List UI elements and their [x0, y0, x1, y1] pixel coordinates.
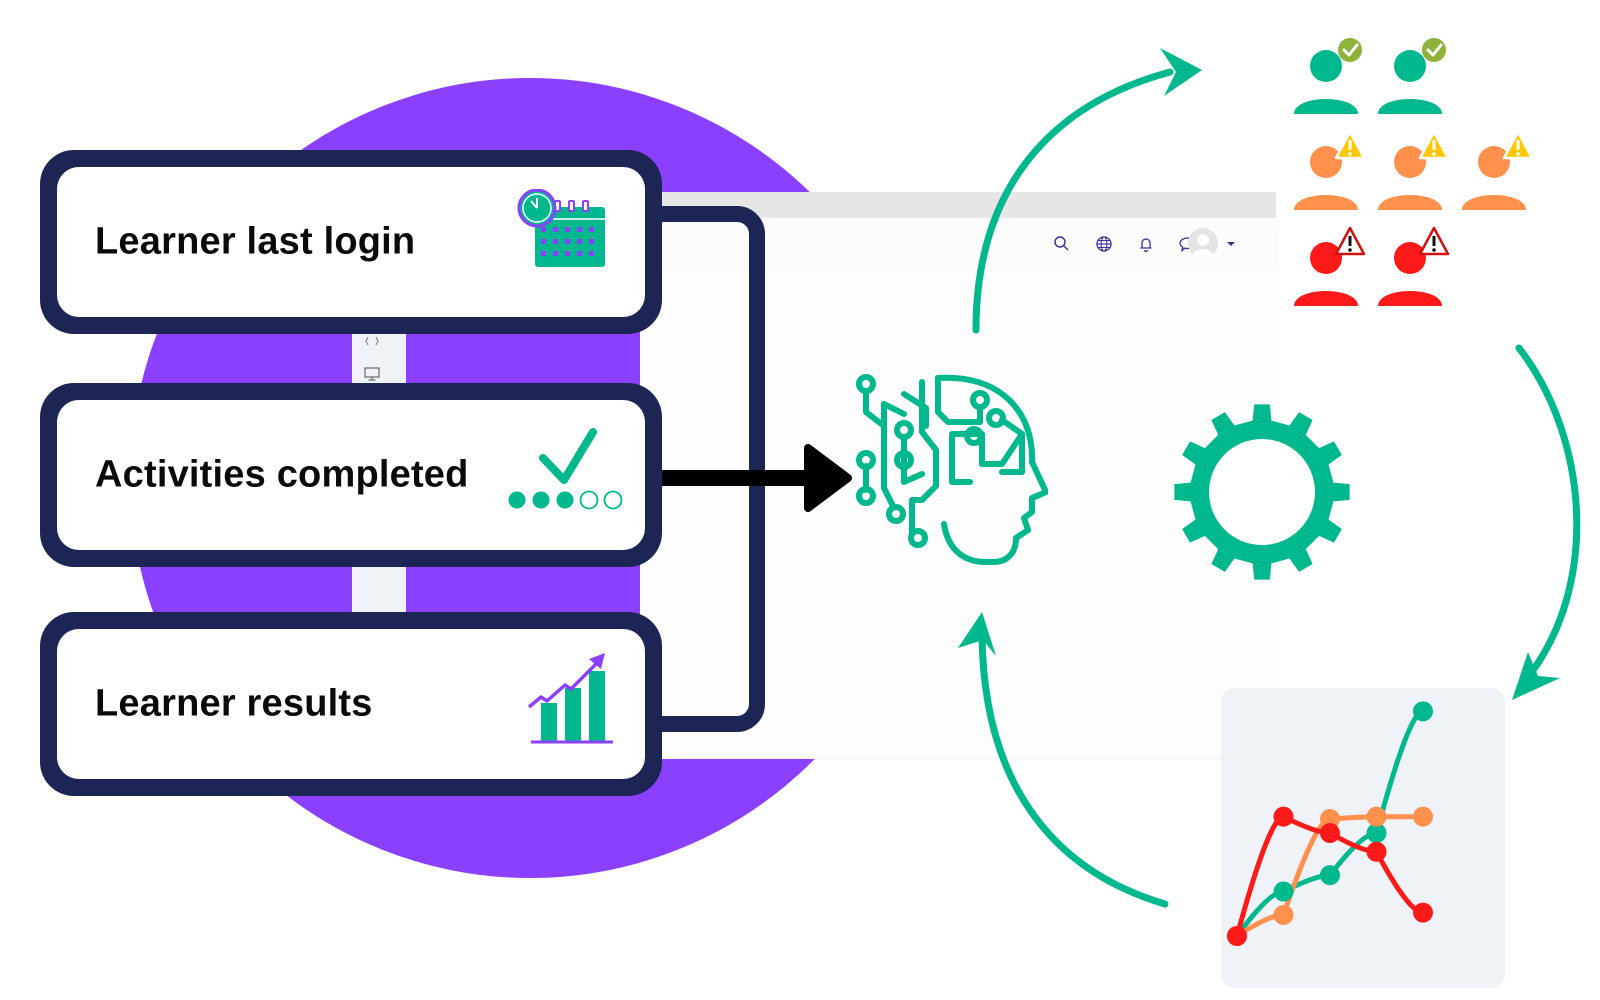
mockup-navbar [640, 218, 1276, 272]
person-head [1478, 146, 1510, 178]
progress-dot-empty [579, 490, 599, 510]
person-head [1310, 242, 1342, 274]
person-head [1310, 50, 1342, 82]
bell-icon[interactable] [1134, 232, 1158, 256]
learner-at-risk [1294, 226, 1366, 306]
arrow-to-learners [972, 68, 1174, 334]
card-label: Activities completed [95, 453, 469, 496]
data-point-at-risk [1413, 902, 1433, 923]
learner-warning [1378, 130, 1450, 210]
data-point-at-risk [1320, 823, 1340, 844]
ai-head-circuit-icon [852, 374, 1049, 579]
arrow-to-analytics [1515, 344, 1581, 686]
data-point-warning [1413, 806, 1433, 827]
person-body [1378, 195, 1442, 210]
check-badge-icon [1338, 38, 1362, 62]
person-body [1294, 99, 1358, 114]
monitor-icon[interactable] [363, 366, 381, 387]
person-body [1378, 99, 1442, 114]
input-card-last-login: Learner last login [40, 150, 662, 334]
data-point-warning [1320, 809, 1340, 829]
flow-arrow-head [804, 444, 852, 512]
progress-dot-filled [508, 491, 526, 509]
data-point-at-risk [1227, 926, 1247, 946]
data-point-warning [1366, 806, 1387, 827]
data-point-on-track [1320, 865, 1340, 886]
calendar-clock-icon [517, 188, 609, 276]
learner-status-grid [1290, 38, 1550, 328]
progress-dot-empty [603, 490, 623, 510]
data-point-on-track [1413, 701, 1433, 722]
person-head [1310, 146, 1342, 178]
data-point-on-track [1366, 823, 1387, 844]
person-head [1394, 50, 1426, 82]
input-card-activities: Activities completed [40, 383, 662, 567]
caret-down-icon[interactable] [1224, 232, 1238, 256]
data-point-at-risk [1366, 841, 1387, 862]
arrowhead-learners [1160, 48, 1202, 96]
checkmark-icon [539, 428, 597, 484]
progress-dots [508, 490, 623, 510]
arrowhead-ai [958, 612, 996, 656]
card-label: Learner results [95, 682, 373, 725]
person-head [1394, 242, 1426, 274]
progress-dot-filled [556, 491, 574, 509]
data-point-at-risk [1273, 806, 1294, 827]
data-point-warning [1273, 904, 1294, 925]
globe-icon[interactable] [1092, 232, 1116, 256]
gear-icon [1170, 400, 1354, 589]
learner-warning [1294, 130, 1366, 210]
person-head [1394, 146, 1426, 178]
data-point-on-track [1273, 881, 1294, 902]
learner-at-risk [1378, 226, 1450, 306]
code-icon[interactable] [363, 332, 381, 350]
card-label: Learner last login [95, 220, 416, 263]
progress-dot-filled [532, 491, 550, 509]
user-avatar[interactable] [1188, 228, 1218, 258]
person-body [1294, 291, 1358, 306]
checkmark-progress-icon [507, 420, 627, 525]
mockup-content-area [640, 272, 1276, 759]
person-body [1378, 291, 1442, 306]
check-badge-icon [1422, 38, 1446, 62]
learner-progress-chart [1221, 688, 1505, 988]
learner-warning [1462, 130, 1534, 210]
person-body [1462, 195, 1526, 210]
search-icon[interactable] [1050, 232, 1074, 256]
person-body [1294, 195, 1358, 210]
rising-bar-chart-icon [527, 651, 617, 756]
bracket-connector [655, 206, 765, 732]
learner-on-track [1294, 38, 1362, 114]
input-card-results: Learner results [40, 612, 662, 796]
learner-on-track [1378, 38, 1446, 114]
arrowhead-analytics [1512, 652, 1560, 700]
gear-hole [1209, 439, 1315, 545]
arrow-to-ai [978, 626, 1169, 908]
